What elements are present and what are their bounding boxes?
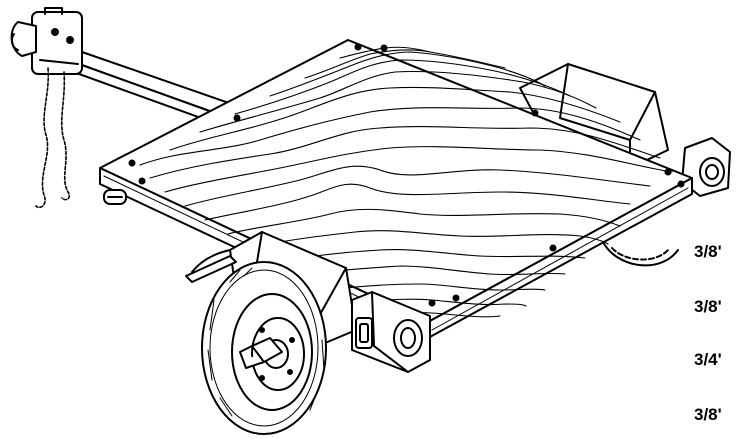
dimension-label-1: 3/8' [694,242,722,261]
dimension-label-4: 3/8' [694,405,722,424]
rear-wheel [602,240,678,265]
dimension-label-2: 3/8' [694,297,722,316]
left-side-lamp [104,190,126,204]
dimension-label-3: 3/4' [694,350,722,369]
left-tail-lamp [352,292,430,372]
safety-chains [36,68,69,207]
deck-bolts [128,43,685,307]
axle-hub [240,338,282,368]
hitch-coupler [12,8,82,74]
